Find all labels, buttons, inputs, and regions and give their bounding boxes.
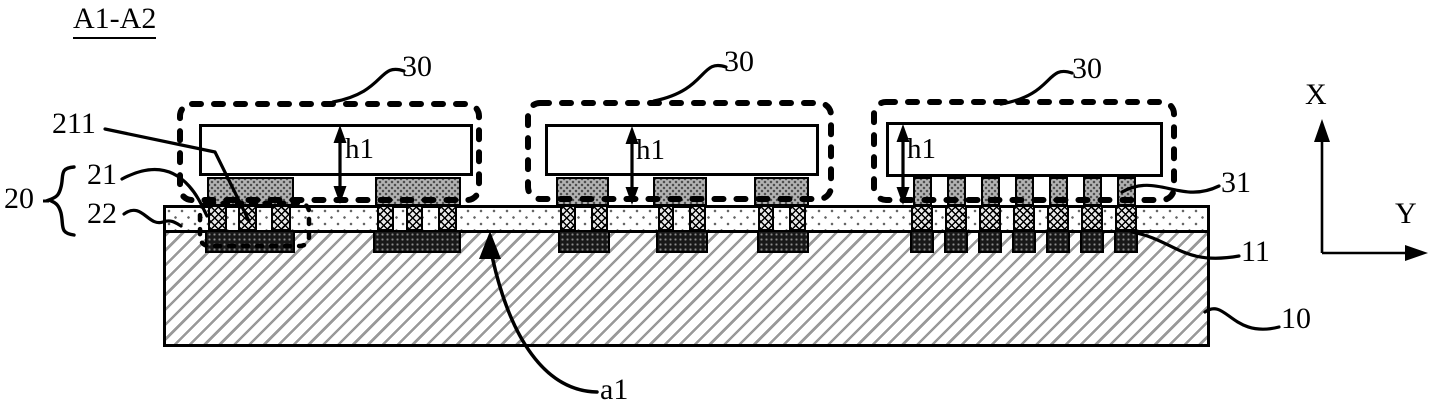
- label-31: 31: [1221, 166, 1251, 199]
- pillar-21: [689, 205, 706, 231]
- pad-31: [375, 177, 461, 206]
- pillar-21: [591, 205, 608, 231]
- pillar-21: [911, 205, 933, 231]
- embedded-region-11: [656, 230, 708, 253]
- label-axis-y: Y: [1395, 197, 1417, 230]
- pillar-21: [945, 205, 967, 231]
- pillar-21: [406, 205, 423, 231]
- leader-30-1: [331, 67, 406, 104]
- pillar-21: [271, 205, 291, 231]
- label-20: 20: [4, 182, 34, 215]
- pillar-21: [789, 205, 806, 231]
- pillar-21: [758, 205, 774, 231]
- leader-30-2: [652, 63, 728, 103]
- pillar-21: [1013, 205, 1035, 231]
- label-11: 11: [1241, 235, 1270, 268]
- pad-31: [1015, 177, 1034, 206]
- label-h1-1: h1: [345, 133, 374, 165]
- pillar-21: [238, 205, 257, 231]
- pad-31: [556, 177, 609, 206]
- pad-31: [207, 177, 294, 206]
- label-21: 21: [87, 158, 117, 191]
- embedded-region-11: [558, 230, 610, 253]
- label-h1-3: h1: [907, 133, 936, 165]
- embedded-region-11: [1012, 230, 1036, 253]
- label-22: 22: [87, 197, 117, 230]
- label-30-3: 30: [1072, 52, 1102, 85]
- label-h1-2: h1: [636, 134, 665, 166]
- label-a1: a1: [600, 373, 629, 406]
- label-211: 211: [52, 107, 96, 140]
- embedded-region-11: [205, 230, 295, 253]
- embedded-region-11: [944, 230, 968, 253]
- embedded-region-11: [373, 230, 461, 253]
- pillar-21: [1115, 205, 1137, 231]
- pillar-21: [658, 205, 674, 231]
- embedded-region-11: [910, 230, 934, 253]
- leader-10: [1203, 307, 1281, 331]
- pillar-21: [560, 205, 576, 231]
- section-title: A1-A2: [73, 4, 157, 39]
- pillar-21: [438, 205, 457, 231]
- axis-x-arrow: [1314, 119, 1330, 253]
- pillar-21: [1081, 205, 1103, 231]
- label-axis-x: X: [1305, 78, 1327, 111]
- embedded-region-11: [978, 230, 1002, 253]
- embedded-region-11: [1046, 230, 1070, 253]
- pad-31: [1049, 177, 1068, 206]
- embedded-region-11: [1114, 230, 1138, 253]
- leader-30-3: [999, 69, 1074, 106]
- axis-y-arrow: [1322, 245, 1428, 261]
- pillar-21: [979, 205, 1001, 231]
- chip-body-1: [199, 124, 473, 176]
- pillar-21: [208, 205, 227, 231]
- label-30-1: 30: [402, 50, 432, 83]
- leader-31: [1120, 183, 1221, 194]
- pad-31: [653, 177, 707, 206]
- brace-20: [43, 165, 76, 237]
- pad-31: [1117, 177, 1136, 206]
- label-30-2: 30: [724, 45, 754, 78]
- embedded-region-11: [757, 230, 809, 253]
- chip-body-2: [545, 124, 819, 176]
- pillar-21: [377, 205, 394, 231]
- pad-31: [981, 177, 1000, 206]
- pillar-21: [1047, 205, 1069, 231]
- pad-31: [1083, 177, 1102, 206]
- label-10: 10: [1281, 302, 1311, 335]
- embedded-region-11: [1080, 230, 1104, 253]
- pad-31: [947, 177, 966, 206]
- pad-31: [913, 177, 932, 206]
- pad-31: [754, 177, 809, 206]
